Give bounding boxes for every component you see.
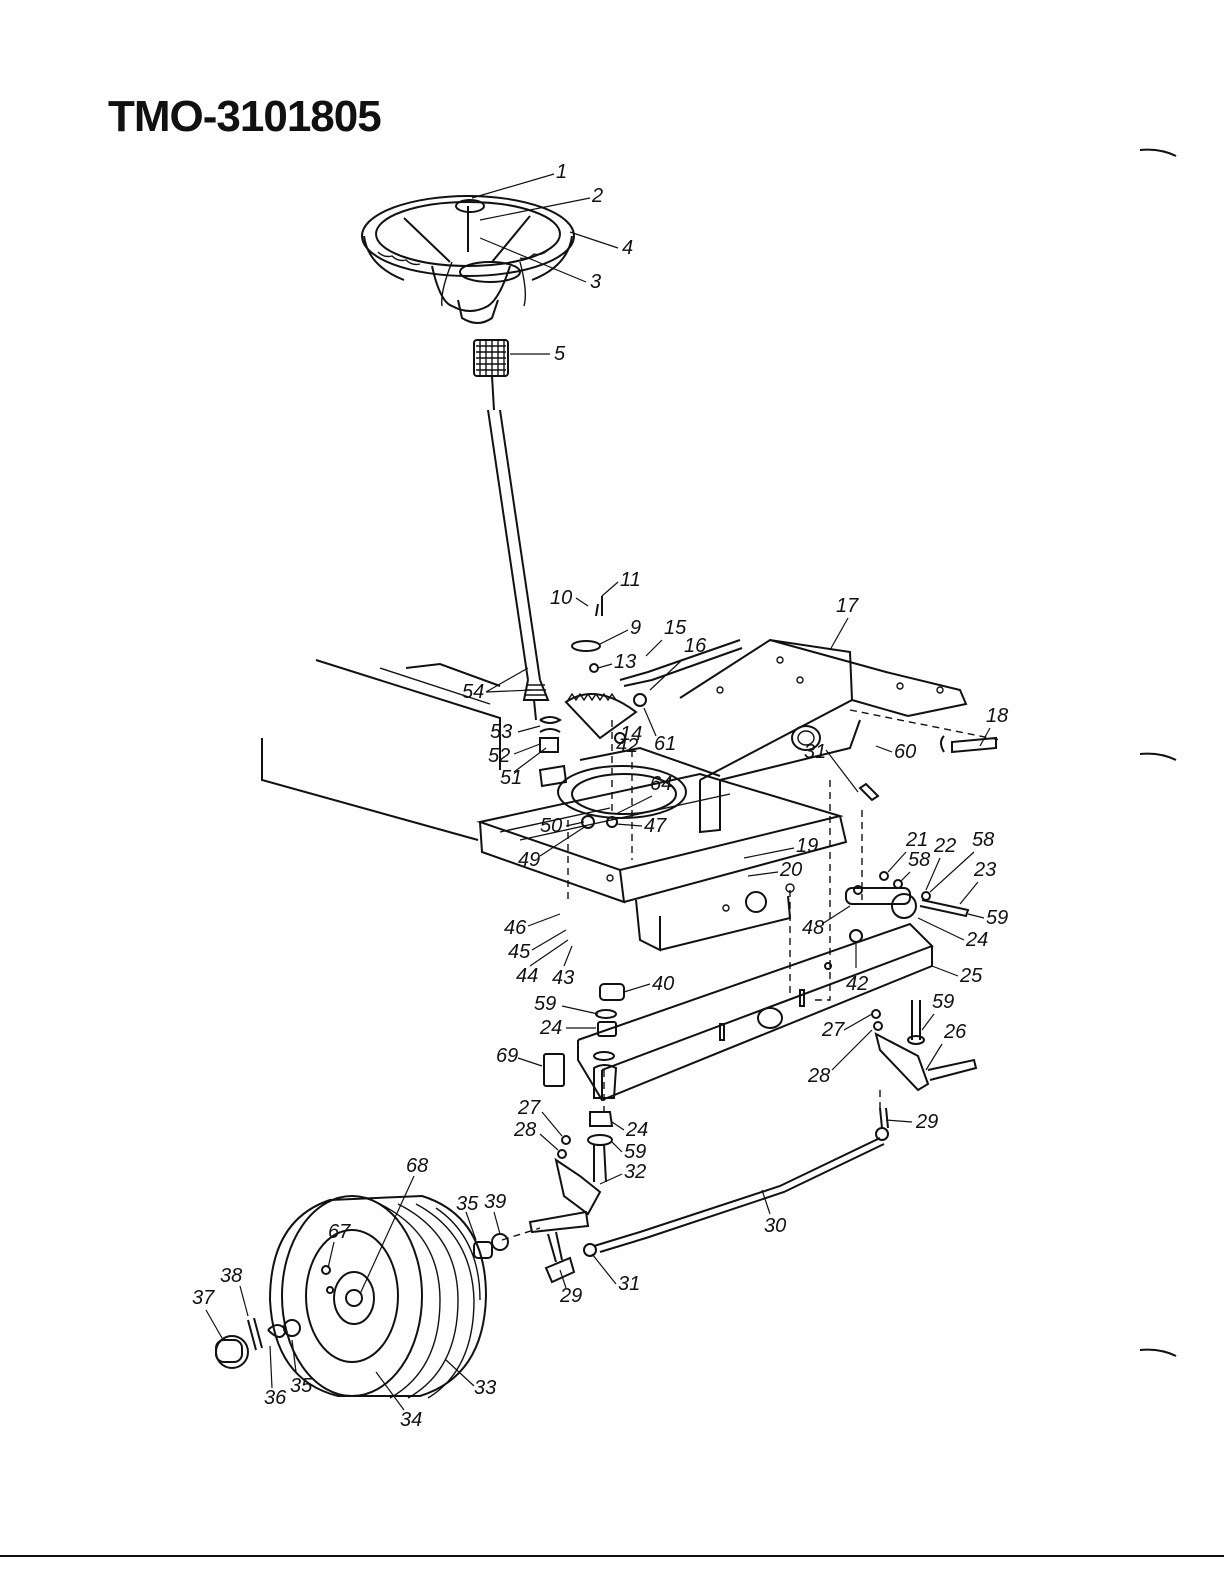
steering-shaft xyxy=(473,339,550,721)
callout-labels: 1 2 3 4 5 9 10 11 13 14 15 16 17 18 xyxy=(192,161,1008,1431)
right-spindle xyxy=(871,1000,978,1092)
callout-17: 17 xyxy=(836,595,859,617)
callout-27: 27 xyxy=(821,1019,845,1041)
callout-48: 48 xyxy=(802,917,824,939)
callout-45: 45 xyxy=(508,941,531,963)
callout-28b: 28 xyxy=(513,1119,536,1141)
callout-64: 64 xyxy=(650,773,672,795)
callout-22: 22 xyxy=(933,835,956,857)
front-bracket xyxy=(679,638,968,834)
front-axle xyxy=(577,871,970,1102)
callout-49: 49 xyxy=(518,849,540,871)
chassis-frame xyxy=(261,659,848,952)
callout-38: 38 xyxy=(220,1265,242,1287)
callout-36: 36 xyxy=(264,1387,287,1409)
callout-50: 50 xyxy=(540,815,562,837)
callout-24: 24 xyxy=(965,929,988,951)
callout-58b: 58 xyxy=(908,849,930,871)
callout-60: 60 xyxy=(894,741,916,763)
callout-25: 25 xyxy=(959,965,983,987)
callout-15: 15 xyxy=(664,617,687,639)
callout-13: 13 xyxy=(614,651,636,673)
page-edge-marks xyxy=(0,148,1224,1557)
callout-59b: 59 xyxy=(534,993,556,1015)
callout-43: 43 xyxy=(552,967,574,989)
callout-61: 61 xyxy=(654,733,676,755)
callout-5: 5 xyxy=(554,343,566,365)
front-wheel xyxy=(215,1194,509,1399)
callout-69: 69 xyxy=(496,1045,518,1067)
callout-42b: 42 xyxy=(846,973,868,995)
steering-wheel xyxy=(361,195,575,324)
page-title: TMO-3101805 xyxy=(108,92,382,141)
callout-47: 47 xyxy=(644,815,667,837)
callout-2: 2 xyxy=(591,185,603,207)
callout-28: 28 xyxy=(807,1065,830,1087)
callout-30: 30 xyxy=(764,1215,786,1237)
callout-24b: 24 xyxy=(539,1017,562,1039)
callout-19: 19 xyxy=(796,835,818,857)
callout-26: 26 xyxy=(943,1021,967,1043)
callout-11: 11 xyxy=(620,569,641,591)
callout-23: 23 xyxy=(973,859,996,881)
callout-33: 33 xyxy=(474,1377,496,1399)
callout-39: 39 xyxy=(484,1191,506,1213)
callout-68: 68 xyxy=(406,1155,428,1177)
callout-24c: 24 xyxy=(625,1119,648,1141)
callout-42: 42 xyxy=(616,735,638,757)
callout-52: 52 xyxy=(488,745,510,767)
callout-44: 44 xyxy=(516,965,538,987)
callout-31b: 31 xyxy=(618,1273,640,1295)
callout-21: 21 xyxy=(905,829,928,851)
callout-34: 34 xyxy=(400,1409,422,1431)
callout-20: 20 xyxy=(779,859,802,881)
callout-53: 53 xyxy=(490,721,512,743)
callout-27b: 27 xyxy=(517,1097,541,1119)
callout-35b: 35 xyxy=(290,1375,313,1397)
callout-32: 32 xyxy=(624,1161,646,1183)
callout-54: 54 xyxy=(462,681,484,703)
callout-3: 3 xyxy=(590,271,601,293)
callout-29: 29 xyxy=(915,1111,938,1133)
alignment-lines xyxy=(501,709,1001,1241)
tie-rod xyxy=(583,1107,889,1257)
callout-14: 14 xyxy=(620,723,642,745)
steering-gear xyxy=(538,596,997,829)
callout-31: 31 xyxy=(804,741,826,763)
callout-46: 46 xyxy=(504,917,527,939)
callout-40: 40 xyxy=(652,973,674,995)
callout-18: 18 xyxy=(986,705,1008,727)
callout-16: 16 xyxy=(684,635,707,657)
callout-37: 37 xyxy=(192,1287,215,1309)
callout-59c: 59 xyxy=(624,1141,646,1163)
callout-35: 35 xyxy=(456,1193,479,1215)
callout-51: 51 xyxy=(500,767,522,789)
callout-29b: 29 xyxy=(559,1285,582,1307)
callout-4: 4 xyxy=(622,237,633,259)
callout-9: 9 xyxy=(630,617,641,639)
callout-59: 59 xyxy=(986,907,1008,929)
callout-1: 1 xyxy=(556,161,567,183)
callout-67: 67 xyxy=(328,1221,351,1243)
callout-58: 58 xyxy=(972,829,994,851)
callout-59d: 59 xyxy=(932,991,954,1013)
callout-10: 10 xyxy=(550,587,572,609)
